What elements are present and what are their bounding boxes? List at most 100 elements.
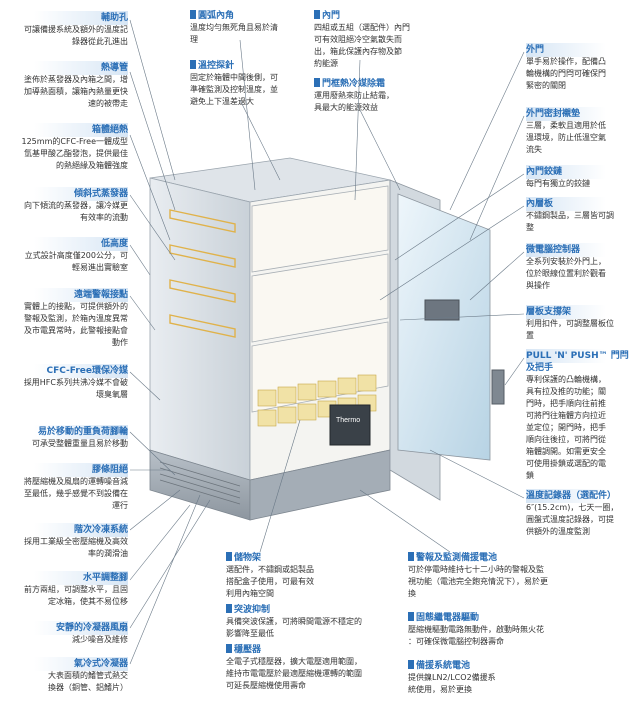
feature-leveling-feet: 水平調整腳 前方兩組，可調整水平，且固 定冰箱，使其不易位移 (4, 571, 128, 608)
control-panel (329, 404, 371, 446)
feature-desc: 可於停電時維持七十二小時的警報及監 視功能（電池完全飽充情況下），易於更 換 (408, 565, 548, 598)
heat-pipe-coils (169, 209, 236, 338)
feature-rounded-corners: 圓弧內角 溫度均勻無死角且易於清 理 (190, 10, 300, 46)
feature-casters: 易於移動的重負荷腳輪 可承受整體重量且易於移動 (4, 425, 128, 450)
feature-desc: 固定於箱體中間後側，可 準確監測及控制溫度，並 避免上下溫差過大 (190, 73, 278, 106)
feature-title: 溫度記錄器（選配件） (526, 491, 617, 501)
feature-title: 易於移動的重負荷腳輪 (37, 427, 128, 437)
feature-storage-rack: 儲物架 選配件，不鏽鋼或鋁製品 搭配盒子使用，可最有效 利用內箱空間 (226, 552, 396, 600)
feature-air-condenser: 氣冷式冷凝器 大表面積的鰭管式熱交 換器（銅管、鋁鰭片） (4, 657, 128, 694)
feature-desc: 選配件，不鏽鋼或鋁製品 搭配盒子使用，可最有效 利用內箱空間 (226, 565, 314, 598)
feature-temp-recorder: 溫度記錄器（選配件） 6″(15.2cm)，七天一圈， 圓盤式溫度記錄器，可提 … (526, 489, 634, 538)
feature-noise-barrier: 膠條阻絕 將壓縮機及風扇的運轉噪音減 至最低，幾乎感覺不到設備在 運行 (4, 463, 128, 512)
feature-inner-shelves: 內層板 不鏽鋼製品，三層皆可調 整 (526, 197, 634, 234)
inner-door-panels (251, 185, 389, 413)
feature-inner-hinge: 內門鉸鏈 每門有獨立的鉸鏈 (526, 165, 634, 190)
feature-shelf-bracket: 層板支撐架 利用扣件，可調整層板位 置 (526, 305, 634, 342)
feature-desc: 塗佈於蒸發器及內箱之間，增 加導熱面積，讓箱內熱量更快 速的被帶走 (24, 75, 128, 108)
feature-title: 階次冷凍系統 (73, 525, 128, 535)
feature-desc: 三層，柔軟且適用於低 溫環境，防止低溫空氣 流失 (526, 121, 606, 154)
feature-desc: 實體上的接點，可提供額外的 警報及監測，於箱內溫度異常 及市電異常時，此警報接點… (24, 302, 128, 347)
feature-title: 低高度 (100, 239, 128, 249)
feature-desc: 大表面積的鰭管式熱交 換器（銅管、鋁鰭片） (48, 671, 128, 692)
feature-evaporator: 傾斜式蒸發器 向下傾流的蒸發器，讓冷媒更 有效率的流動 (4, 187, 128, 224)
feature-desc: 立式設計高度僅200公分，可 輕易進出實驗室 (24, 251, 128, 272)
feature-title: 內門鉸鏈 (526, 167, 563, 177)
feature-desc: 利用扣件，可調整層板位 置 (526, 319, 614, 340)
feature-title: 警報及監測備援電池 (408, 552, 576, 564)
feature-desc: 運用廢熱來防止結霜， 具最大的能源效益 (314, 91, 394, 112)
feature-desc: 單手易於操作，配備凸 輪機構的門閂可確保門 緊密的關閉 (526, 57, 606, 90)
feature-heat-pipe: 熱導管 塗佈於蒸發器及內箱之間，增 加導熱面積，讓箱內熱量更快 速的被帶走 (4, 61, 128, 110)
feature-title: 內門 (314, 10, 424, 22)
feature-backup-battery: 警報及監測備援電池 可於停電時維持七十二小時的警報及監 視功能（電池完全飽充情況… (408, 552, 576, 600)
feature-controller: 微電腦控制器 全系列安裝於外門上， 位於眼線位置利於觀看 與操作 (526, 243, 634, 292)
feature-title: 儲物架 (226, 552, 396, 564)
feature-desc: 125mm的CFC-Free一體成型 氫基甲酸乙酯發泡，提供最佳 的熱絕緣及箱體… (21, 137, 129, 170)
feature-title: 穩壓器 (226, 644, 396, 656)
feature-title: 層板支撐架 (526, 307, 572, 317)
feature-title: 固態繼電器驅動 (408, 612, 576, 624)
feature-desc: 壓縮機驅動電路無動件，啟動時無火花 ：可確保微電腦控制器壽命 (408, 625, 544, 646)
feature-door-defrost: 門框熱冷媒除霜 運用廢熱來防止結霜， 具最大的能源效益 (314, 78, 424, 114)
feature-desc: 採用工業級全密壓縮機及高效 率的潤滑油 (24, 537, 128, 558)
feature-desc: 全系列安裝於外門上， 位於眼線位置利於觀看 與操作 (526, 257, 606, 290)
front-base (249, 449, 391, 521)
door-display (424, 299, 460, 321)
door-handle (491, 369, 505, 405)
feature-desc: 四組或五組（選配件）內門 可有效阻絕冷空氣散失而 出，箱此保護內存物及節 約能源 (314, 23, 410, 68)
feature-title: 內層板 (526, 199, 554, 209)
feature-desc: 全電子式穩壓器，擴大電壓適用範圍， 維持市電電壓於最適壓縮機運轉的範圍 可延長壓… (226, 657, 362, 690)
feature-title: 安靜的冷凝器風扇 (55, 623, 128, 633)
brand-label: Thermo (336, 417, 360, 424)
feature-desc: 不鏽鋼製品，三層皆可調 整 (526, 211, 614, 232)
feature-title: 微電腦控制器 (526, 245, 581, 255)
vent-grille (159, 461, 241, 505)
feature-desc: 具備突波保護，可將瞬間電源不穩定的 影響降至最低 (226, 617, 362, 638)
feature-desc: 專利保護的凸輪機構， 具有拉及推的功能；關 門時，把手順向往前推 可將門往箱體方… (526, 375, 606, 480)
feature-pull-n-push: PULL 'N' PUSH™ 門閂及把手 專利保護的凸輪機構， 具有拉及推的功能… (526, 349, 634, 482)
feature-insulation: 箱體絕熱 125mm的CFC-Free一體成型 氫基甲酸乙酯發泡，提供最佳 的熱… (4, 123, 129, 172)
feature-remote-alarm: 遠端警報接點 實體上的接點，可提供額外的 警報及監測，於箱內溫度異常 及市電異常… (4, 288, 128, 349)
feature-title: 備援系統電池 (408, 660, 576, 672)
feature-desc: 溫度均勻無死角且易於清 理 (190, 23, 278, 44)
feature-title: 熱導管 (100, 63, 128, 73)
door-glass (397, 193, 491, 461)
feature-title: 膠條阻絕 (91, 465, 128, 475)
feature-solid-state-relay: 固態繼電器驅動 壓縮機驅動電路無動件，啟動時無火花 ：可確保微電腦控制器壽命 (408, 612, 576, 648)
feature-title: 箱體絕熱 (91, 125, 128, 135)
feature-refrigerant: CFC-Free環保冷媒 採用HFC系列共沸冷媒不會破 壞臭氧層 (4, 364, 128, 401)
feature-inner-doors: 內門 四組或五組（選配件）內門 可有效阻絕冷空氣散失而 出，箱此保護內存物及節 … (314, 10, 424, 70)
feature-desc: 向下傾流的蒸發器，讓冷媒更 有效率的流動 (24, 201, 128, 222)
feature-outer-door: 外門 單手易於操作，配備凸 輪機構的門閂可確保門 緊密的關閉 (526, 43, 634, 92)
feature-title: PULL 'N' PUSH™ 門閂及把手 (526, 351, 629, 373)
feature-title: 溫控探針 (190, 60, 300, 72)
feature-title: 水平調整腳 (82, 573, 128, 583)
feature-title: CFC-Free環保冷媒 (46, 366, 128, 376)
freezer-illustration: Thermo (149, 157, 505, 521)
feature-temp-probe: 溫控探針 固定於箱體中間後側，可 準確監測及控制溫度，並 避免上下溫差過大 (190, 60, 300, 108)
feature-desc: 提供鎳LN2/LCO2備援系 統使用，易於更換 (408, 673, 496, 694)
feature-surge-protection: 突波抑制 具備突波保護，可將瞬間電源不穩定的 影響降至最低 (226, 604, 396, 640)
feature-desc: 可讓備援系統及額外的溫度記 錄器從此孔進出 (24, 25, 128, 46)
feature-title: 門框熱冷媒除霜 (314, 78, 424, 90)
feature-door-gasket: 外門密封襯墊 三層，柔軟且適用於低 溫環境，防止低溫空氣 流失 (526, 107, 634, 156)
feature-title: 傾斜式蒸發器 (73, 189, 128, 199)
feature-title: 輔助孔 (100, 13, 128, 23)
feature-desc: 採用HFC系列共沸冷媒不會破 壞臭氧層 (23, 378, 128, 399)
feature-voltage-regulator: 穩壓器 全電子式穩壓器，擴大電壓適用範圍， 維持市電電壓於最適壓縮機運轉的範圍 … (226, 644, 396, 692)
feature-aux-port: 輔助孔 可讓備援系統及額外的溫度記 錄器從此孔進出 (4, 11, 128, 48)
feature-title: 氣冷式冷凝器 (73, 659, 128, 669)
feature-title: 遠端警報接點 (73, 290, 128, 300)
feature-desc: 將壓縮機及風扇的運轉噪音減 至最低，幾乎感覺不到設備在 運行 (24, 477, 128, 510)
feature-desc: 6″(15.2cm)，七天一圈， 圓盤式溫度記錄器，可提 供額外的溫度監測 (526, 503, 619, 536)
feature-title: 外門 (526, 45, 545, 55)
feature-quiet-fan: 安靜的冷凝器風扇 減少噪音及維修 (4, 621, 128, 646)
feature-title: 突波抑制 (226, 604, 396, 616)
feature-title: 圓弧內角 (190, 10, 300, 22)
feature-cascade-system: 階次冷凍系統 採用工業級全密壓縮機及高效 率的潤滑油 (4, 523, 128, 560)
feature-desc: 每門有獨立的鉸鏈 (526, 179, 590, 188)
feature-low-height: 低高度 立式設計高度僅200公分，可 輕易進出實驗室 (4, 237, 128, 274)
feature-desc: 減少噪音及維修 (72, 635, 128, 644)
